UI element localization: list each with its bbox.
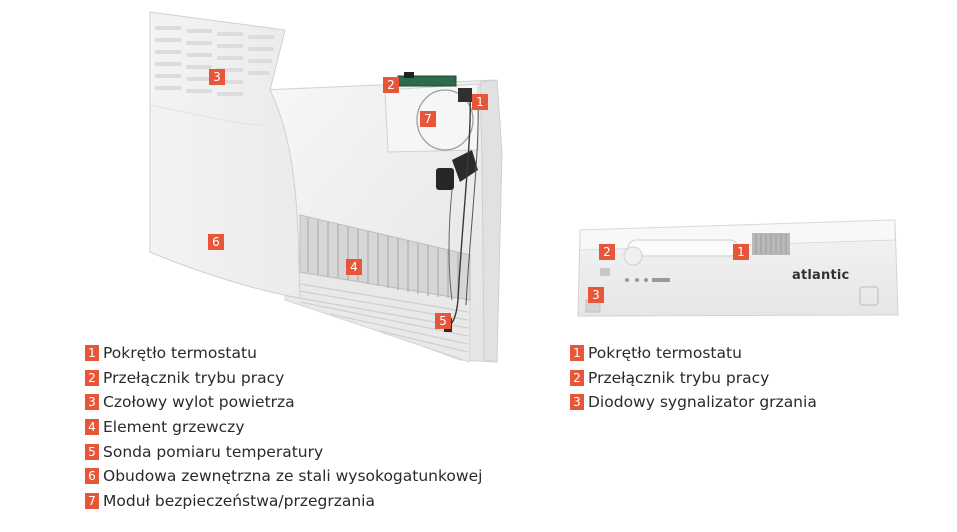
legend-number: 1 (570, 345, 584, 362)
legend-number: 4 (85, 419, 99, 436)
legend-number: 2 (85, 369, 99, 386)
left-marker-2: 2 (383, 77, 399, 93)
legend-label: Element grzewczy (103, 418, 245, 437)
right-marker-1: 1 (733, 244, 749, 260)
legend-number: 2 (570, 369, 584, 386)
legend-number: 3 (85, 394, 99, 411)
legend-label: Przełącznik trybu pracy (103, 368, 285, 387)
legend-label: Przełącznik trybu pracy (588, 368, 770, 387)
legend-label: Pokrętło termostatu (103, 344, 257, 363)
heating-element-graphic (299, 214, 471, 301)
legend-label: Obudowa zewnętrzna ze stali wysokogatunk… (103, 467, 483, 486)
left-marker-5: 5 (435, 313, 451, 329)
left-marker-3: 3 (209, 69, 225, 85)
right-marker-2: 2 (599, 244, 615, 260)
front-cover-graphic (149, 11, 301, 299)
legend-number: 6 (85, 468, 99, 485)
left-marker-4: 4 (346, 259, 362, 275)
legend-label: Czołowy wylot powietrza (103, 393, 295, 412)
heater-top-view (577, 219, 899, 317)
legend-label: Pokrętło termostatu (588, 344, 742, 363)
left-marker-7: 7 (420, 111, 436, 127)
legend-label: Moduł bezpieczeństwa/przegrzania (103, 491, 375, 510)
legend-number: 1 (85, 345, 99, 362)
legend-number: 5 (85, 443, 99, 460)
legend-label: Diodowy sygnalizator grzania (588, 393, 817, 412)
right-marker-3: 3 (588, 287, 604, 303)
left-marker-6: 6 (208, 234, 224, 250)
legend-number: 3 (570, 394, 584, 411)
atlantic-logo: atlantic (792, 268, 850, 283)
left-marker-1: 1 (472, 94, 488, 110)
legend-number: 7 (85, 492, 99, 509)
legend-label: Sonda pomiaru temperatury (103, 442, 324, 461)
